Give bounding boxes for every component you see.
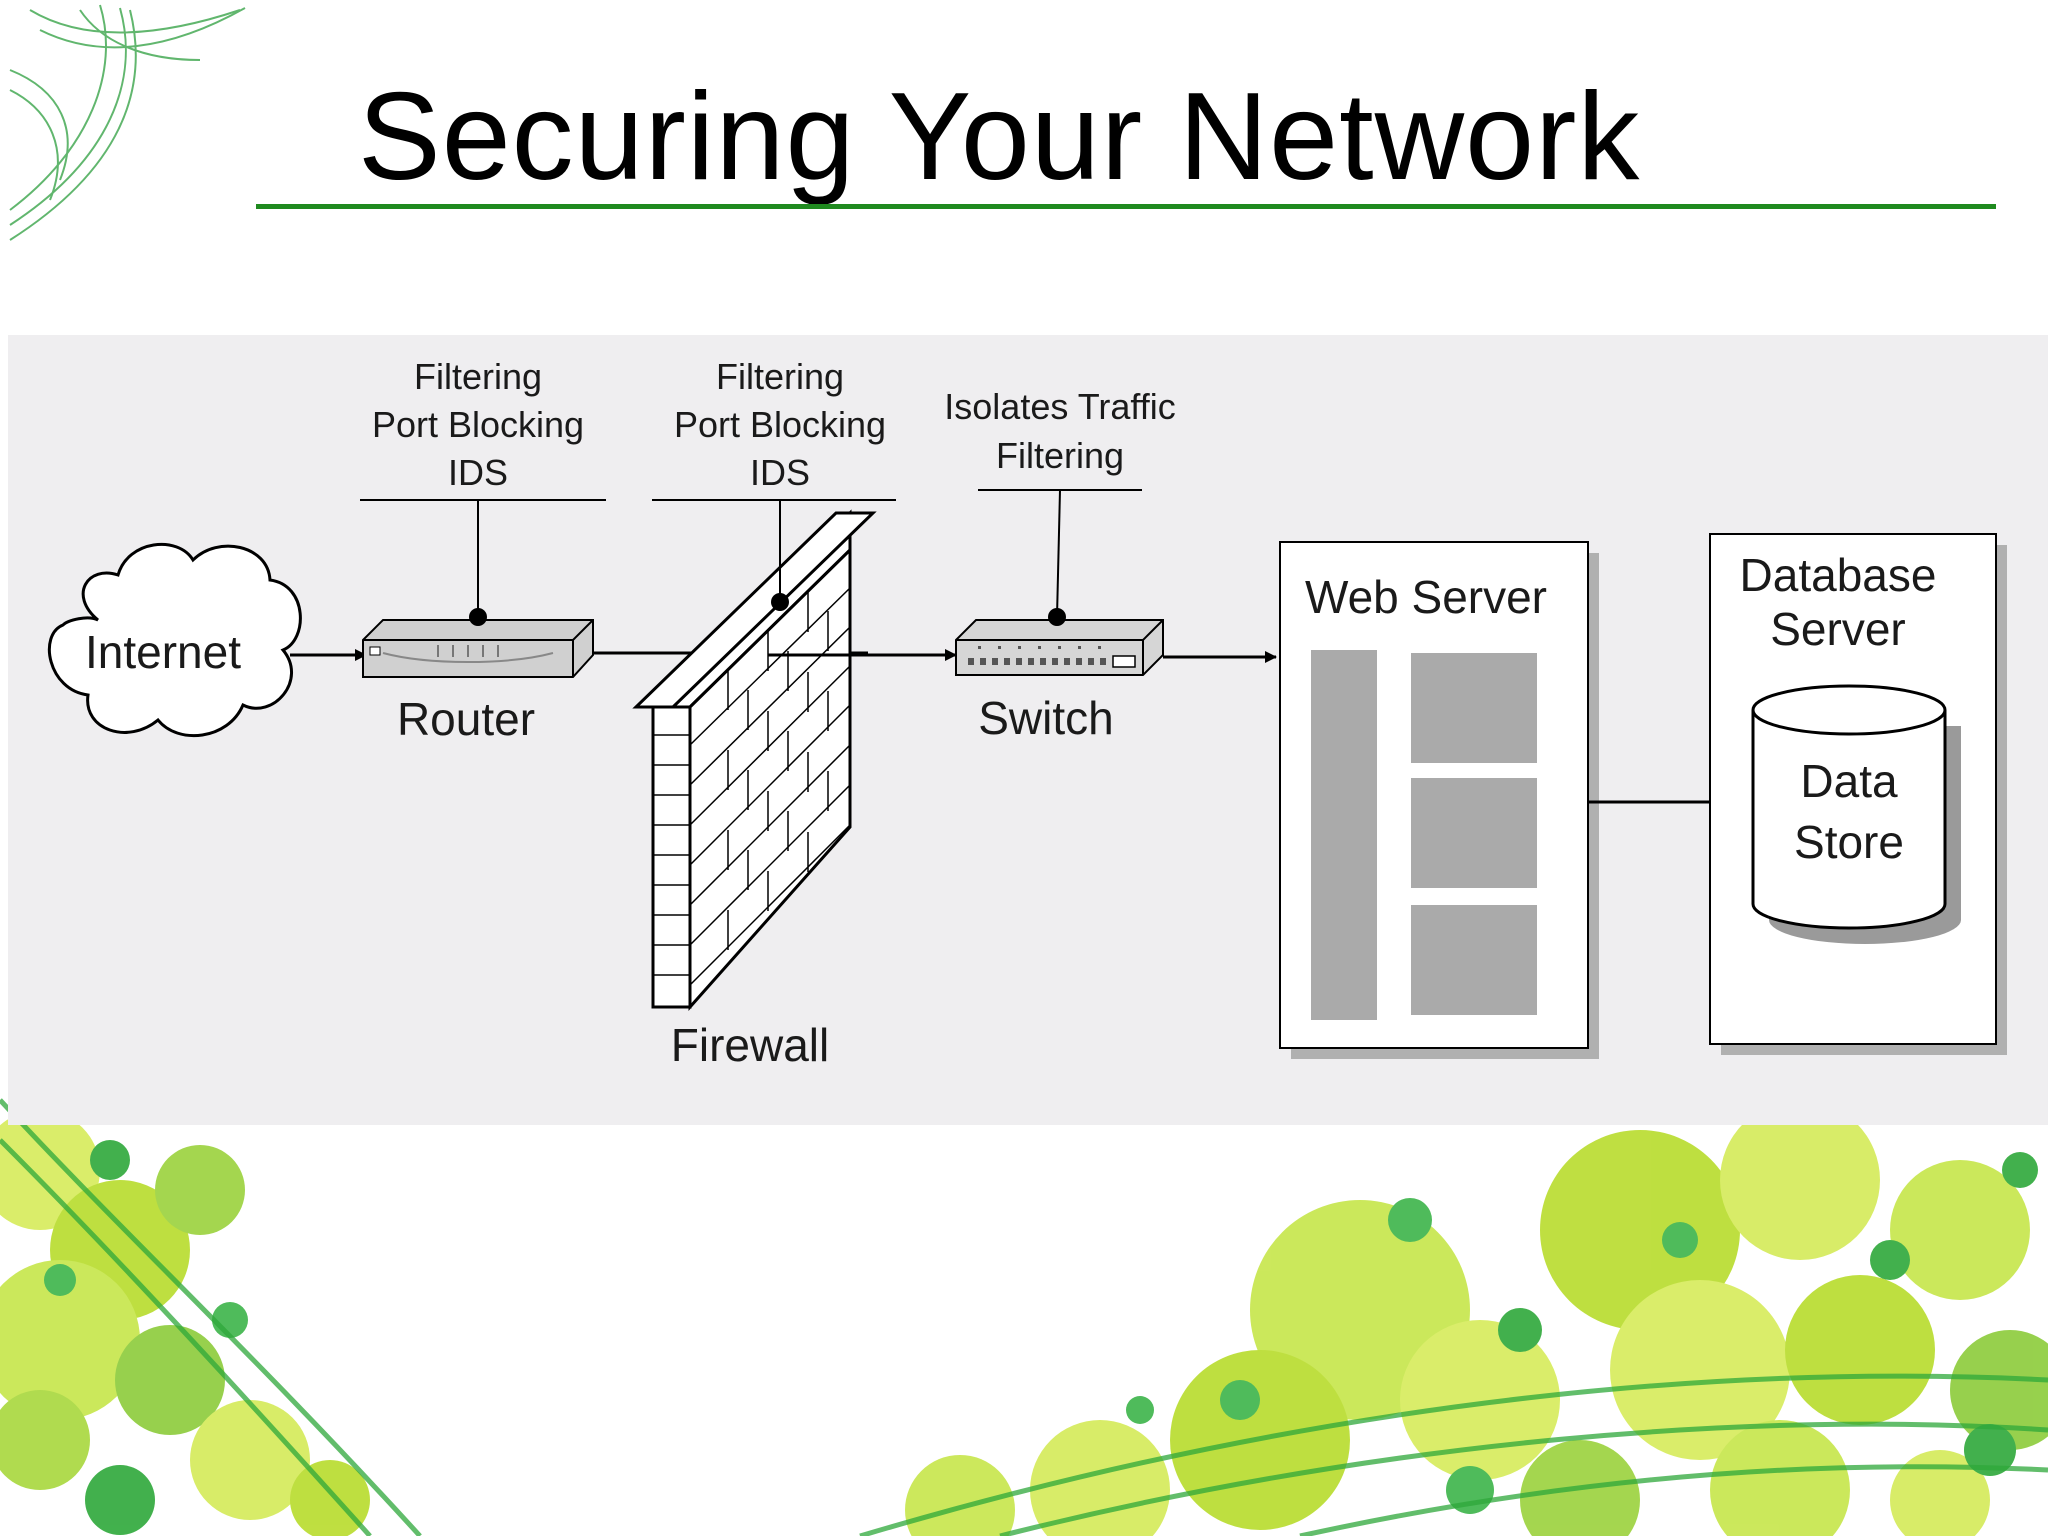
internet-cloud-icon [47,543,302,737]
router-callout-line1: Filtering [414,356,542,397]
switch-icon [955,619,1164,676]
switch-callout-line1: Isolates Traffic [944,386,1175,427]
slide-title: Securing Your Network [358,68,1641,206]
swirl-decoration-top-left [9,4,246,241]
database-server-label-line1: Database [1740,549,1937,601]
title-underline [256,204,1996,209]
data-store-label-line2: Store [1794,816,1904,868]
firewall-callout-line1: Filtering [716,356,844,397]
firewall-callout-line2: Port Blocking [674,404,886,445]
switch-callout: Isolates Traffic Filtering [944,386,1176,626]
diagram-panel: Internet Router [8,335,2048,1125]
data-store-cylinder-icon [1751,684,1961,944]
database-server-label-line2: Server [1770,603,1905,655]
bubbles-decoration-bottom [0,1098,2048,1536]
router-callout-line3: IDS [448,452,508,493]
router-callout-line2: Port Blocking [372,404,584,445]
web-server-label: Web Server [1305,571,1547,623]
switch-label: Switch [978,692,1113,744]
data-store-label-line1: Data [1800,755,1898,807]
router-callout: Filtering Port Blocking IDS [360,356,606,626]
switch-callout-line2: Filtering [996,435,1124,476]
firewall-label: Firewall [671,1019,829,1071]
firewall-icon [632,509,877,1011]
firewall-callout: Filtering Port Blocking IDS [652,356,896,611]
firewall-callout-line3: IDS [750,452,810,493]
internet-label: Internet [85,626,241,678]
router-icon [362,619,594,678]
network-diagram: Internet Router [47,356,2007,1071]
web-server-box [1279,541,1599,1059]
router-label: Router [397,693,535,745]
